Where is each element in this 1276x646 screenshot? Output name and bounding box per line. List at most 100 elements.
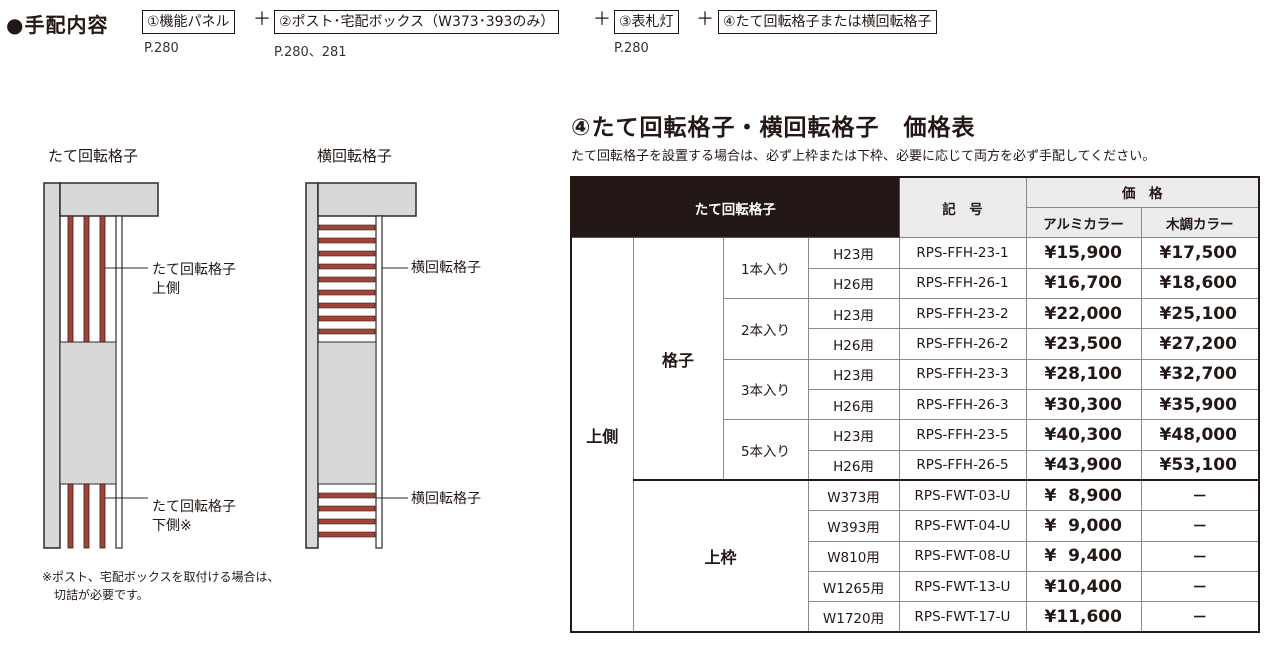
- height-cell: H26用: [807, 449, 900, 482]
- set-count: 3本入り: [722, 358, 809, 421]
- wood-price-cell: ¥32,700: [1140, 358, 1260, 390]
- height-cell: H23用: [807, 237, 900, 269]
- wood-price-cell: ¥27,200: [1140, 328, 1260, 360]
- aluminum-price-cell: ¥23,500: [1025, 328, 1142, 360]
- code-cell: RPS-FWT-04-U: [898, 510, 1027, 542]
- wood-price-cell: －: [1140, 540, 1260, 572]
- code-cell: RPS-FFH-23-3: [898, 358, 1027, 390]
- code-cell: RPS-FWT-13-U: [898, 570, 1027, 603]
- wood-price-cell: ¥48,000: [1140, 419, 1260, 451]
- height-cell: H23用: [807, 358, 900, 390]
- aluminum-price-cell: ¥22,000: [1025, 297, 1142, 330]
- plus-sign: ＋: [253, 9, 271, 30]
- aluminum-price-cell: ¥40,300: [1025, 419, 1142, 451]
- step-1-box: ①機能パネル: [142, 10, 235, 34]
- lattice-diagram: [43, 182, 417, 549]
- height-cell: H23用: [807, 297, 900, 330]
- code-cell: RPS-FFH-26-2: [898, 328, 1027, 360]
- callout-horizontal-lower: 横回転格子: [411, 491, 481, 507]
- aluminum-price-cell: ¥15,900: [1025, 237, 1142, 269]
- step-1-page-ref: P.280: [144, 41, 179, 56]
- price-table-subtitle: たて回転格子を設置する場合は、必ず上枠または下枠、必要に応じて両方を必ず手配して…: [571, 149, 1156, 164]
- table-row: 2本入り H23用 RPS-FFH-23-2 ¥22,000 ¥25,100: [571, 297, 1260, 360]
- table-header-row: たて回転格子 記 号 価 格: [570, 176, 1260, 239]
- cutting-note: ※ポスト、宅配ボックスを取付ける場合は、 切詰が必要です。: [42, 568, 279, 604]
- aluminum-price-cell: ¥30,300: [1025, 388, 1142, 421]
- header-aluminum-color: アルミカラー: [1025, 206, 1142, 239]
- code-cell: RPS-FFH-26-3: [898, 388, 1027, 421]
- table-row: W393用 RPS-FWT-04-U ¥ 9,000 －: [571, 510, 1260, 542]
- aluminum-price-cell: ¥ 9,400: [1025, 540, 1142, 572]
- table-row: 3本入り H23用 RPS-FFH-23-3 ¥28,100 ¥32,700: [571, 358, 1260, 421]
- lower-vertical-slats: [67, 483, 106, 549]
- height-cell: H23用: [807, 419, 900, 451]
- callout-vertical-upper-line1: たて回転格子: [152, 262, 236, 278]
- width-cell: W1265用: [807, 570, 900, 603]
- upper-horizontal-slats: [318, 224, 376, 335]
- order-contents-title: ●手配内容: [6, 13, 109, 37]
- wood-price-cell: ¥25,100: [1140, 297, 1260, 330]
- wood-price-cell: ¥35,900: [1140, 388, 1260, 421]
- table-row: W1720用 RPS-FWT-17-U ¥11,600 －: [571, 601, 1260, 633]
- code-cell: RPS-FFH-26-1: [898, 267, 1027, 299]
- table-row: 上側 格子 1本入り H23用 RPS-FFH-23-1 ¥15,900 ¥17…: [570, 237, 1260, 633]
- width-cell: W1720用: [807, 601, 900, 633]
- set-count: 5本入り: [722, 419, 809, 482]
- callout-vertical-lower-line2: 下側※: [152, 518, 192, 534]
- code-cell: RPS-FFH-23-5: [898, 419, 1027, 451]
- horizontal-lattice-diagram: [305, 182, 417, 549]
- step-3-page-ref: P.280: [614, 41, 649, 56]
- height-cell: H26用: [807, 388, 900, 421]
- width-cell: W393用: [807, 510, 900, 542]
- wood-price-cell: －: [1140, 570, 1260, 603]
- code-cell: RPS-FWT-17-U: [898, 601, 1027, 633]
- table-row: H26用 RPS-FFH-26-1 ¥16,700 ¥18,600: [571, 267, 1260, 299]
- step-2-page-ref: P.280、281: [274, 45, 347, 60]
- width-cell: W810用: [807, 540, 900, 572]
- aluminum-price-cell: ¥43,900: [1025, 449, 1142, 482]
- wood-price-cell: ¥17,500: [1140, 237, 1260, 269]
- aluminum-price-cell: ¥16,700: [1025, 267, 1142, 299]
- height-cell: H26用: [807, 328, 900, 360]
- width-cell: W373用: [807, 479, 900, 512]
- cutting-note-line1: ※ポスト、宅配ボックスを取付ける場合は、: [42, 570, 280, 584]
- header-wood-color: 木調カラー: [1140, 206, 1260, 239]
- code-cell: RPS-FWT-03-U: [898, 479, 1027, 512]
- code-cell: RPS-FWT-08-U: [898, 540, 1027, 572]
- table-row: W810用 RPS-FWT-08-U ¥ 9,400 －: [571, 540, 1260, 572]
- aluminum-price-cell: ¥28,100: [1025, 358, 1142, 390]
- header-price: 価 格: [1025, 176, 1260, 208]
- callout-vertical-upper-line2: 上側: [152, 281, 180, 297]
- height-cell: H26用: [807, 267, 900, 299]
- callout-horizontal-upper: 横回転格子: [411, 260, 481, 276]
- table-row: H26用 RPS-FFH-26-2 ¥23,500 ¥27,200: [571, 328, 1260, 360]
- callout-vertical-lower-line1: たて回転格子: [152, 499, 236, 515]
- header-vertical-lattice: たて回転格子: [570, 176, 900, 239]
- aluminum-price-cell: ¥ 8,900: [1025, 479, 1142, 512]
- code-cell: RPS-FFH-23-2: [898, 297, 1027, 330]
- step-3-box: ③表札灯: [614, 10, 679, 34]
- table-row: H26用 RPS-FFH-26-5 ¥43,900 ¥53,100: [571, 449, 1260, 482]
- group-upper-frame: 上枠: [632, 479, 809, 633]
- aluminum-price-cell: ¥10,400: [1025, 570, 1142, 603]
- side-upper: 上側: [570, 237, 634, 633]
- wood-price-cell: ¥53,100: [1140, 449, 1260, 482]
- price-table-title: ④たて回転格子・横回転格子 価格表: [571, 115, 976, 141]
- upper-vertical-slats: [67, 215, 106, 343]
- code-cell: RPS-FFH-26-5: [898, 449, 1027, 482]
- lower-horizontal-slats: [318, 492, 376, 538]
- step-2-box: ②ポスト･宅配ボックス（W373･393のみ）: [274, 10, 560, 34]
- table-row: 上枠 W373用 RPS-FWT-03-U ¥ 8,900 －: [571, 479, 1260, 633]
- wood-price-cell: －: [1140, 479, 1260, 512]
- header-code: 記 号: [898, 176, 1027, 239]
- aluminum-price-cell: ¥ 9,000: [1025, 510, 1142, 542]
- plus-sign: ＋: [696, 9, 714, 30]
- table-row: 5本入り H23用 RPS-FFH-23-5 ¥40,300 ¥48,000: [571, 419, 1260, 482]
- wood-price-cell: －: [1140, 601, 1260, 633]
- vertical-lattice-title: たて回転格子: [48, 147, 139, 165]
- set-count: 1本入り: [722, 237, 809, 299]
- set-count: 2本入り: [722, 297, 809, 360]
- group-lattice: 格子: [632, 237, 724, 482]
- table-row: H26用 RPS-FFH-26-3 ¥30,300 ¥35,900: [571, 388, 1260, 421]
- plus-sign: ＋: [593, 9, 611, 30]
